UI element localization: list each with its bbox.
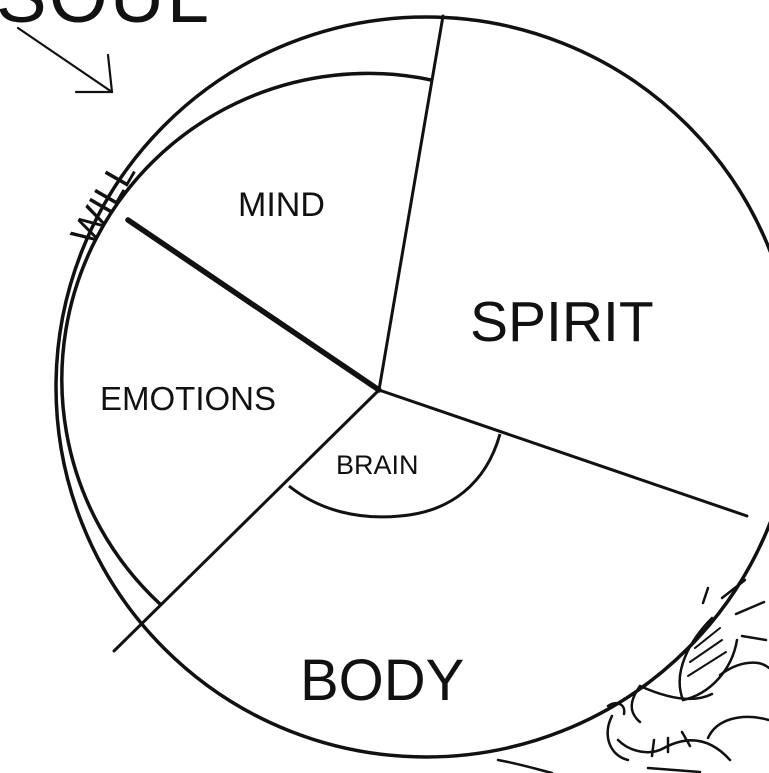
section-label-body: BODY: [300, 648, 464, 713]
section-label-brain: BRAIN: [336, 450, 419, 480]
section-label-mind: MIND: [238, 186, 325, 224]
section-label-spirit: SPIRIT: [470, 290, 654, 354]
section-label-emotions: EMOTIONS: [100, 380, 276, 417]
page-title: SOUL: [0, 0, 211, 39]
